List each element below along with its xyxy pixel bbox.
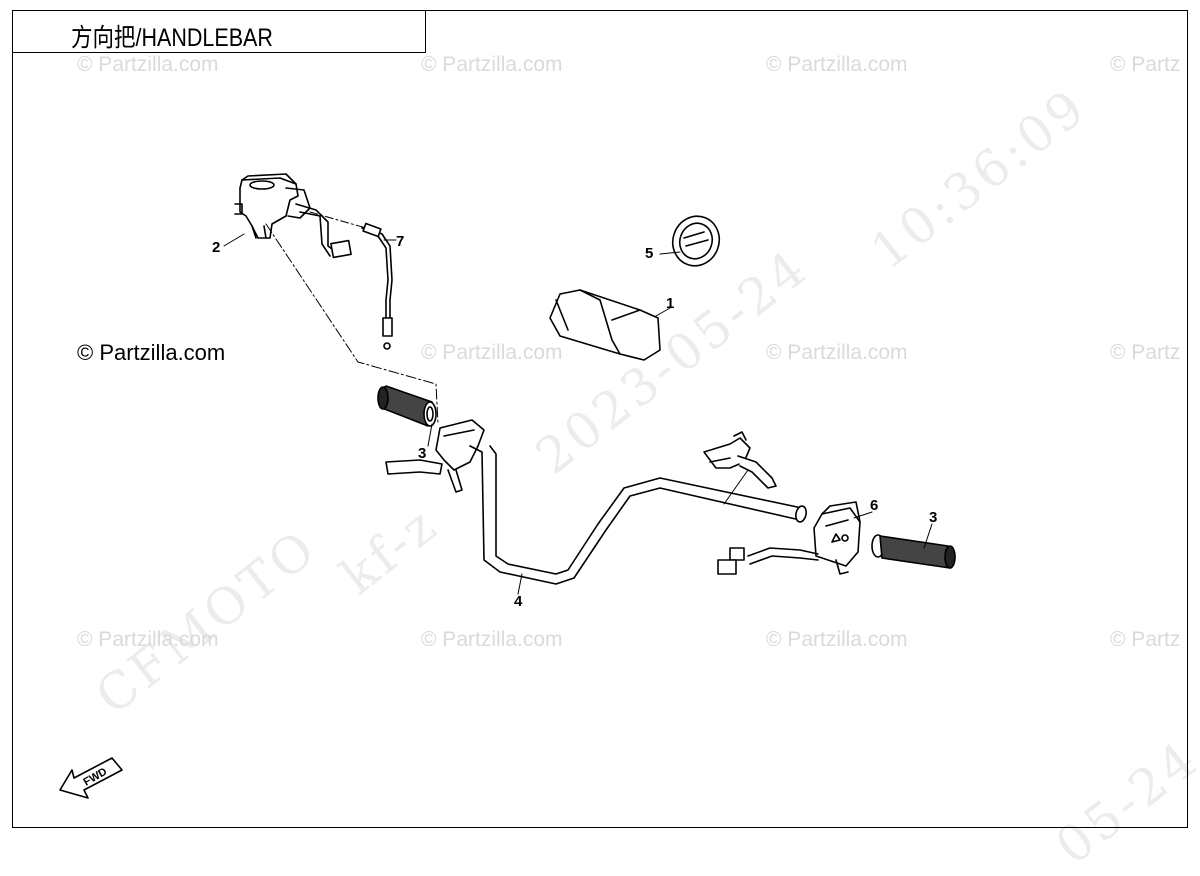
callout-3[interactable]: 3 [418,445,426,462]
part-brake-lever-left[interactable] [385,419,485,493]
watermark-site: © Partz [1110,628,1181,651]
watermark-site: © Partzilla.com [421,628,563,651]
title-box: 方向把/HANDLEBAR [12,10,426,53]
diagram-frame [12,10,1188,828]
fwd-label: FWD [82,766,110,789]
page-title: 方向把/HANDLEBAR [71,24,273,52]
watermark-site: © Partzilla.com [421,341,563,364]
callout-7[interactable]: 7 [396,233,404,250]
part-grip-right[interactable] [871,534,956,569]
watermark-site: © Partz [1110,341,1181,364]
part-cover[interactable] [549,289,661,361]
part-grip-left[interactable] [377,385,437,427]
copyright-notice: © Partzilla.com [77,340,226,365]
watermark-site: © Partzilla.com [77,53,219,76]
part-plug[interactable] [666,210,726,273]
watermark-site: © Partzilla.com [766,341,908,364]
watermark-site: © Partzilla.com [766,53,908,76]
watermark-site: © Partzilla.com [766,628,908,651]
callout-4[interactable]: 4 [514,593,523,610]
part-brake-master-cylinder[interactable] [234,173,352,259]
parts-diagram: FWD 1 2 3 3 4 5 6 7 [59,173,956,799]
callout-3[interactable]: 3 [929,509,937,526]
part-handlebar[interactable] [469,445,808,585]
watermark-site: © Partzilla.com [77,628,219,651]
fwd-arrow-icon [59,757,123,799]
callout-6[interactable]: 6 [870,497,878,514]
watermark-site: © Partz [1110,53,1181,76]
part-switch-assembly[interactable] [717,501,861,575]
part-lever-right[interactable] [703,431,777,489]
callout-1[interactable]: 1 [666,295,674,312]
watermark-site: © Partzilla.com [421,53,563,76]
part-cable[interactable] [361,222,393,350]
callout-2[interactable]: 2 [212,239,220,256]
callout-5[interactable]: 5 [645,245,653,262]
